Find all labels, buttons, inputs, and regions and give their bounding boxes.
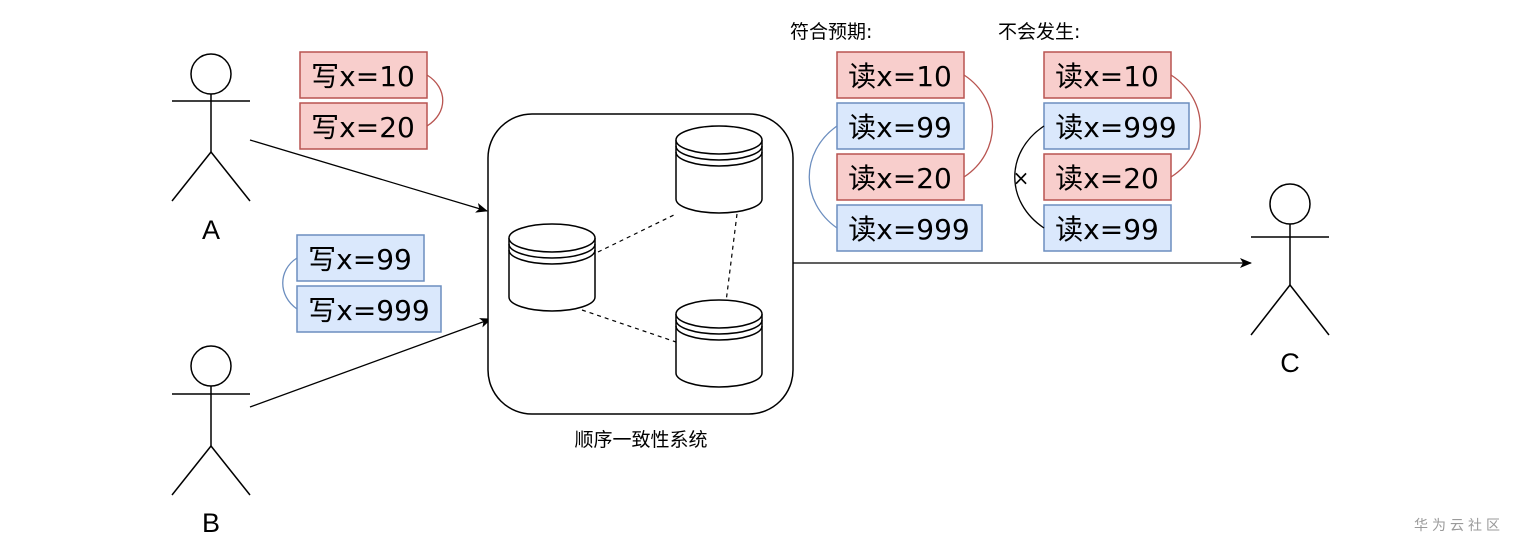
- impossible-reads: 读x=10 读x=999 读x=20 读x=99 ×: [1013, 51, 1201, 252]
- actor-a: [171, 53, 251, 202]
- writes-a: 写x=10 写x=20: [299, 51, 444, 150]
- database-icon-bottom: [675, 299, 763, 388]
- arrow-b-to-system: [249, 318, 492, 408]
- impossible-heading: 不会发生:: [998, 21, 1080, 43]
- actor-c-label: C: [1280, 348, 1300, 378]
- expected-read-box-1: [836, 51, 965, 99]
- actor-b: [171, 345, 251, 496]
- impossible-read-box-3: [1043, 153, 1172, 201]
- write-box-a-2: [299, 102, 428, 150]
- arrow-a-to-system: [249, 139, 488, 213]
- write-box-b-2: [296, 285, 442, 333]
- actor-b-label: B: [202, 508, 220, 538]
- actor-b-head: [190, 345, 232, 387]
- link-db-left-top: [597, 213, 677, 253]
- actor-a-leg-right: [210, 151, 251, 202]
- expected-reads: 读x=10 读x=99 读x=20 读x=999: [808, 51, 994, 252]
- actor-c-head: [1269, 183, 1311, 225]
- impossible-read-3-text: 读x=20: [1055, 162, 1159, 195]
- cross-mark-icon: ×: [1013, 166, 1030, 190]
- link-db-top-bottom: [725, 213, 738, 303]
- impossible-read-4-text: 读x=99: [1055, 213, 1159, 246]
- expected-read-box-4: [836, 204, 983, 252]
- actor-a-leg-left: [171, 151, 212, 202]
- watermark: 华为云社区: [1414, 518, 1504, 534]
- impossible-order-curve-black: [1014, 125, 1045, 229]
- write-a-1-text: 写x=10: [311, 60, 415, 93]
- actor-a-head: [190, 53, 232, 95]
- actor-c: [1250, 183, 1330, 336]
- expected-read-box-3: [836, 153, 965, 201]
- expected-heading: 符合预期:: [790, 21, 872, 43]
- database-icon-top: [675, 125, 763, 214]
- order-curve-a: [426, 74, 444, 127]
- actor-c-leg-right: [1289, 284, 1330, 336]
- database-icon-left: [508, 223, 596, 312]
- actor-b-leg-right: [210, 445, 251, 496]
- write-box-a-1: [299, 51, 428, 99]
- writes-b: 写x=99 写x=999: [282, 234, 442, 333]
- actor-b-leg-left: [171, 445, 212, 496]
- impossible-read-2-text: 读x=999: [1055, 111, 1176, 144]
- expected-read-3-text: 读x=20: [848, 162, 952, 195]
- expected-read-1-text: 读x=10: [848, 60, 952, 93]
- expected-read-2-text: 读x=99: [848, 111, 952, 144]
- write-a-2-text: 写x=20: [311, 111, 415, 144]
- system-label: 顺序一致性系统: [574, 429, 707, 451]
- impossible-read-box-2: [1043, 102, 1190, 150]
- actor-a-label: A: [202, 215, 220, 245]
- expected-order-curve-red: [963, 74, 994, 178]
- expected-read-4-text: 读x=999: [848, 213, 969, 246]
- impossible-read-box-1: [1043, 51, 1172, 99]
- write-box-b-1: [296, 234, 425, 282]
- actor-c-leg-left: [1250, 284, 1291, 336]
- impossible-order-curve-red: [1170, 74, 1201, 178]
- impossible-read-1-text: 读x=10: [1055, 60, 1159, 93]
- write-b-1-text: 写x=99: [308, 243, 412, 276]
- impossible-read-box-4: [1043, 204, 1172, 252]
- link-db-left-bottom: [581, 309, 677, 343]
- expected-order-curve-blue: [808, 125, 838, 229]
- write-b-2-text: 写x=999: [308, 294, 429, 327]
- order-curve-b: [282, 257, 298, 310]
